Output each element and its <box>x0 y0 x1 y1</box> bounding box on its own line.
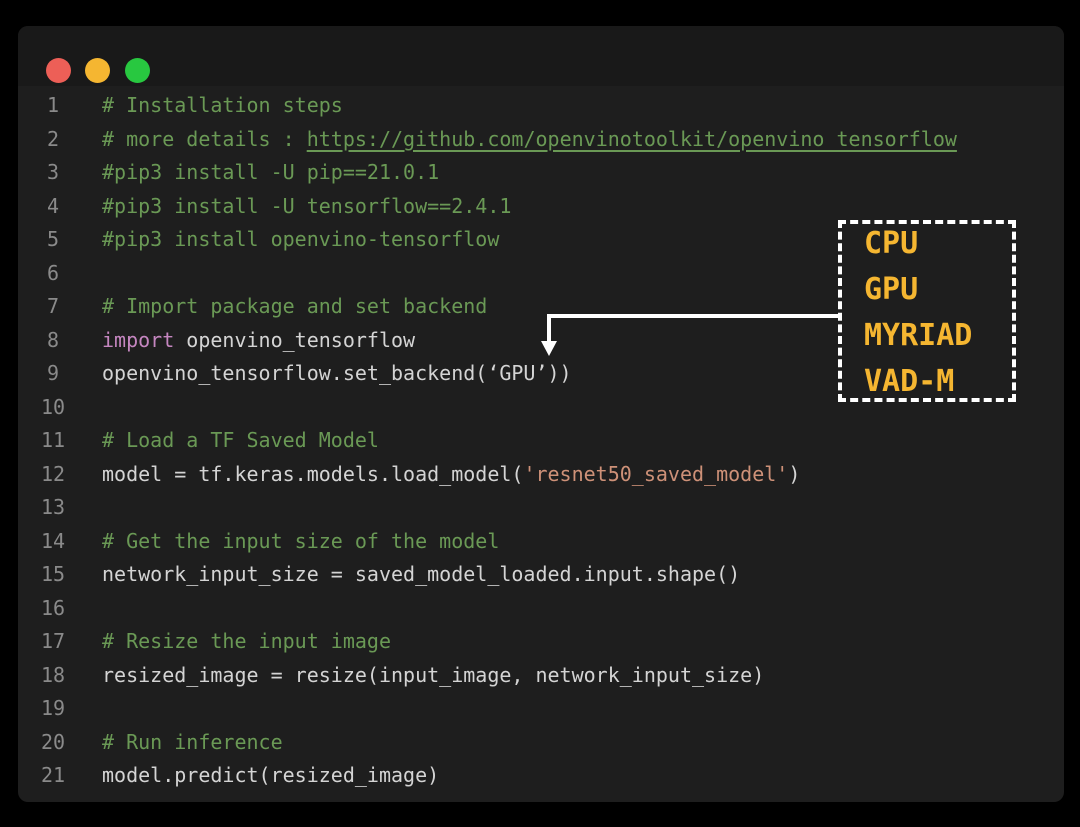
code-token-comment: #pip3 install -U tensorflow==2.4.1 <box>102 193 512 218</box>
line-number: 1 <box>46 93 60 117</box>
device-label-gpu: GPU <box>864 272 919 307</box>
code-text: # more details : https://github.com/open… <box>102 123 957 157</box>
code-line[interactable]: 17 # Resize the input image <box>18 625 1064 659</box>
code-editor[interactable]: 1 # Installation steps 2 # more details : h… <box>18 89 1064 793</box>
code-line[interactable]: 21 model.predict(resized_image) <box>18 759 1064 793</box>
code-line[interactable]: 11 # Load a TF Saved Model <box>18 424 1064 458</box>
code-text: #pip3 install -U tensorflow==2.4.1 <box>102 190 511 224</box>
code-line[interactable]: 12 model = tf.keras.models.load_model('re… <box>18 458 1064 492</box>
code-token-comment: # more details : <box>102 126 307 151</box>
backend-devices-callout: CPU GPU MYRIAD VAD-M <box>838 220 1016 402</box>
code-line[interactable]: 8 import openvino_tensorflow <box>18 324 1064 358</box>
line-number: 2 <box>46 126 60 151</box>
code-token-comment: # Import package and set backend <box>102 294 488 318</box>
code-line[interactable]: 2 # more details : https://github.com/ope… <box>18 123 1064 157</box>
line-number: 8 <box>46 327 60 352</box>
code-line[interactable]: 5 #pip3 install openvino-tensorflow <box>18 223 1064 257</box>
line-number: 10 <box>40 394 66 419</box>
code-text: model.predict(resized_image) <box>102 759 439 793</box>
code-token-plain: openvino_tensorflow.set_backend(‘GPU’)) <box>102 361 572 385</box>
device-label-cpu: CPU <box>864 226 919 261</box>
line-number: 20 <box>40 729 66 754</box>
line-number: 4 <box>46 193 60 218</box>
line-number: 13 <box>40 495 66 519</box>
code-window: 1 # Installation steps 2 # more details : h… <box>18 26 1064 802</box>
close-window-icon[interactable] <box>46 58 71 83</box>
code-line[interactable]: 3 #pip3 install -U pip==21.0.1 <box>18 156 1064 190</box>
line-number: 16 <box>40 595 66 620</box>
code-line[interactable]: 18 resized_image = resize(input_image, ne… <box>18 659 1064 693</box>
device-label-vad-m: VAD-M <box>864 364 955 399</box>
title-bar <box>18 26 1064 86</box>
code-text: # Installation steps <box>102 89 343 123</box>
line-number: 21 <box>40 763 66 787</box>
code-token-comment: #pip3 install -U pip==21.0.1 <box>102 160 440 184</box>
code-line[interactable]: 9 openvino_tensorflow.set_backend(‘GPU’)) <box>18 357 1064 391</box>
code-token-keyword: import <box>102 327 175 352</box>
code-token-comment: # Resize the input image <box>102 629 391 653</box>
code-text: resized_image = resize(input_image, netw… <box>102 659 764 693</box>
line-number: 19 <box>40 696 66 720</box>
code-token-plain: ) <box>788 461 801 486</box>
line-number: 6 <box>46 260 60 285</box>
code-line[interactable]: 13 <box>18 491 1064 525</box>
code-token-plain: openvino_tensorflow <box>174 327 416 352</box>
maximize-window-icon[interactable] <box>125 58 150 83</box>
line-number: 11 <box>40 428 66 452</box>
code-text: import openvino_tensorflow <box>102 324 415 358</box>
code-text: # Load a TF Saved Model <box>102 424 379 458</box>
line-number: 17 <box>40 629 66 653</box>
code-text: network_input_size = saved_model_loaded.… <box>102 558 740 592</box>
code-text: #pip3 install openvino-tensorflow <box>102 223 499 257</box>
code-line[interactable]: 15 network_input_size = saved_model_loade… <box>18 558 1064 592</box>
code-token-string: 'resnet50_saved_model' <box>523 461 789 486</box>
code-line[interactable]: 19 <box>18 692 1064 726</box>
code-token-plain: model = tf.keras.models.load_model( <box>102 461 524 486</box>
code-token-plain: resized_image = resize(input_image, netw… <box>102 662 765 687</box>
code-text: openvino_tensorflow.set_backend(‘GPU’)) <box>102 357 572 391</box>
code-token-comment: # Run inference <box>102 729 283 754</box>
line-number: 9 <box>46 361 60 385</box>
code-link[interactable]: https://github.com/openvinotoolkit/openv… <box>306 126 957 151</box>
code-token-comment: # Get the input size of the model <box>102 528 500 553</box>
code-token-comment: # Load a TF Saved Model <box>102 428 379 452</box>
line-number: 5 <box>46 227 60 251</box>
code-text: # Resize the input image <box>102 625 391 659</box>
code-token-comment: # Installation steps <box>102 93 343 117</box>
code-line[interactable]: 16 <box>18 592 1064 626</box>
code-line[interactable]: 6 <box>18 257 1064 291</box>
code-line[interactable]: 14 # Get the input size of the model <box>18 525 1064 559</box>
code-line[interactable]: 10 <box>18 391 1064 425</box>
code-line[interactable]: 1 # Installation steps <box>18 89 1064 123</box>
code-line[interactable]: 20 # Run inference <box>18 726 1064 760</box>
code-line[interactable]: 4 #pip3 install -U tensorflow==2.4.1 <box>18 190 1064 224</box>
line-number: 15 <box>40 562 66 586</box>
code-token-plain: network_input_size = saved_model_loaded.… <box>102 562 741 586</box>
code-token-plain: model.predict(resized_image) <box>102 763 440 787</box>
device-label-myriad: MYRIAD <box>864 318 973 353</box>
code-text: # Run inference <box>102 726 283 760</box>
line-number: 7 <box>46 294 60 318</box>
code-line[interactable]: 7 # Import package and set backend <box>18 290 1064 324</box>
line-number: 3 <box>46 160 60 184</box>
code-text: # Import package and set backend <box>102 290 487 324</box>
code-text: # Get the input size of the model <box>102 525 499 559</box>
code-text: #pip3 install -U pip==21.0.1 <box>102 156 439 190</box>
line-number: 18 <box>40 662 66 687</box>
line-number: 12 <box>40 461 66 486</box>
line-number: 14 <box>40 528 66 553</box>
code-text: model = tf.keras.models.load_model('resn… <box>102 458 800 492</box>
minimize-window-icon[interactable] <box>85 58 110 83</box>
code-token-comment: #pip3 install openvino-tensorflow <box>102 227 500 251</box>
